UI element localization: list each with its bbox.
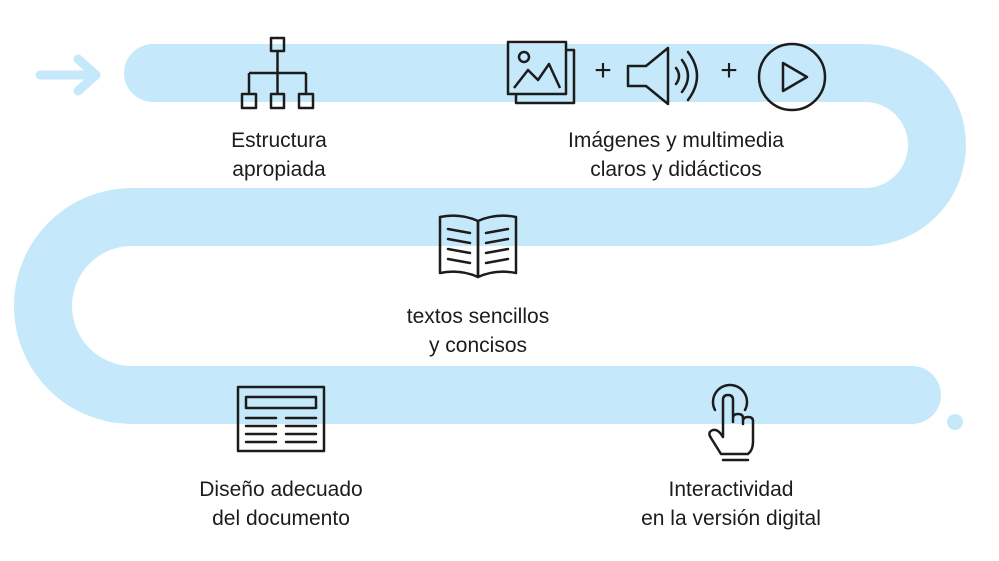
road-end-dot: [947, 414, 963, 430]
image-icon: [506, 40, 576, 105]
label-line: Imágenes y multimedia: [568, 129, 784, 152]
document-layout-icon: [236, 385, 326, 453]
label-imagenes: Imágenes y multimedia claros y didáctico…: [568, 126, 784, 184]
open-book-icon: [438, 214, 518, 279]
label-line: Estructura: [231, 129, 327, 152]
label-line: claros y didácticos: [590, 158, 762, 181]
speaker-icon: [626, 46, 699, 106]
plus-sign-2: +: [720, 54, 738, 87]
label-line: textos sencillos: [406, 305, 550, 328]
label-interactividad: Interactividad en la versión digital: [641, 475, 821, 533]
plus-text: +: [594, 54, 612, 87]
road-path: [14, 44, 966, 424]
label-line: y concisos: [428, 334, 528, 357]
start-arrow-icon: [35, 54, 101, 96]
touch-hand-icon: [708, 383, 755, 462]
label-textos: textos sencillos y concisos: [407, 302, 549, 360]
label-line: Interactividad: [668, 478, 794, 501]
hierarchy-icon: [240, 36, 315, 110]
plus-sign-1: +: [594, 54, 612, 87]
play-button-icon: [757, 42, 827, 112]
label-line: apropiada: [232, 158, 326, 181]
label-line: Diseño adecuado: [199, 478, 363, 501]
plus-text: +: [720, 54, 738, 87]
label-line: del documento: [212, 507, 350, 530]
label-estructura: Estructura apropiada: [231, 126, 327, 184]
label-line: en la versión digital: [641, 507, 821, 530]
label-diseno: Diseño adecuado del documento: [199, 475, 362, 533]
